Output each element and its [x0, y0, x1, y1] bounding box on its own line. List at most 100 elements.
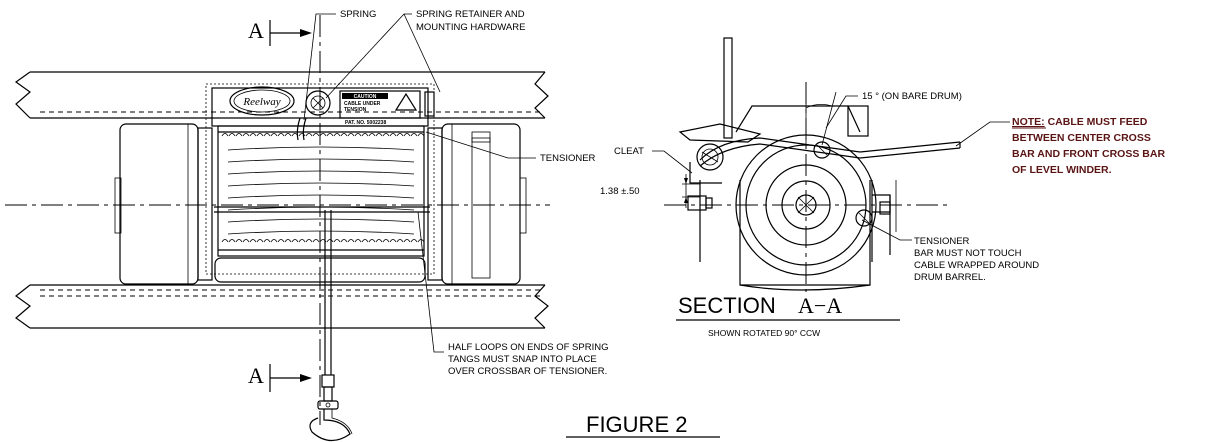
cable-coil-turn: [242, 133, 250, 137]
logo-text: Reelway: [242, 96, 280, 108]
cable-coil-turn: [221, 133, 229, 137]
cable-coil-turn: [242, 239, 250, 243]
cable-coil-turn: [305, 239, 313, 243]
cable-coil-turn: [326, 239, 334, 243]
tensioner-leader: [425, 131, 536, 159]
cable-coil-turn: [284, 133, 292, 137]
cable-coil-turn: [382, 239, 390, 243]
dimension-1-38: 1.38 ±.50: [600, 174, 700, 208]
cable-coil-turn: [284, 239, 292, 243]
cable-coil-turn: [228, 239, 236, 243]
spring-leader: [303, 13, 336, 121]
cable-coil-turn: [333, 239, 341, 243]
cable-coil-turn: [277, 239, 285, 243]
svg-text:NOTE: CABLE MUST FEED: NOTE: CABLE MUST FEED: [1012, 116, 1148, 128]
angle-leader: [825, 95, 858, 129]
cable-coil-turn: [249, 133, 257, 137]
cleat-callout: CLEAT: [614, 146, 644, 157]
retainer-callout-line2: MOUNTING HARDWARE: [416, 22, 525, 33]
cable-wrap-line: [227, 170, 415, 175]
figure-title: FIGURE 2: [586, 412, 687, 437]
left-roller: [114, 123, 213, 285]
top-cross-rail: [14, 71, 549, 119]
cable-coil-turn: [347, 133, 355, 137]
cable-coil-turn: [235, 133, 243, 137]
cable-coil-turn: [410, 133, 418, 137]
cable-coil-turn: [389, 239, 397, 243]
cable-coil-turn: [361, 133, 369, 137]
caution-label: CAUTION CABLE UNDER TENSION PAT. NO. 500…: [339, 90, 421, 126]
level-winder-rod: [723, 37, 733, 139]
tensioner2-line1: TENSIONER: [914, 236, 970, 247]
half-loops-line2: TANGS MUST SNAP INTO PLACE: [448, 354, 597, 365]
cable-coil-turn: [312, 133, 320, 137]
section-letters: A−A: [798, 293, 842, 318]
cable-coil-turn: [403, 133, 411, 137]
angle-callout: 15 ° (ON BARE DRUM): [862, 91, 962, 102]
half-loops-leader: [417, 211, 444, 353]
cable-coil-turn: [270, 133, 278, 137]
bottom-cross-rail: [14, 284, 549, 329]
cable-coil-turn: [326, 133, 334, 137]
cable-coil-turn: [340, 133, 348, 137]
cable-wrap-line: [227, 182, 415, 187]
cable-coil-turn: [375, 239, 383, 243]
cable-coil-turn: [389, 133, 397, 137]
cable-coil-turn: [403, 239, 411, 243]
tensioner2-line2: BAR MUST NOT TOUCH: [914, 248, 1022, 259]
note-line2: BETWEEN CENTER CROSS: [1012, 132, 1151, 144]
tensioner2-leader: [861, 219, 912, 241]
spring-retainer-bolt: [305, 90, 331, 116]
cable-coil-turn: [333, 133, 341, 137]
cable-wrap-line: [227, 230, 415, 235]
cable-and-hook: [309, 210, 353, 442]
tensioner2-line3: CABLE WRAPPED AROUND: [914, 260, 1039, 271]
cable-coil-turn: [410, 239, 418, 243]
section-cut-top: A: [248, 18, 312, 46]
section-title: SECTION: [678, 293, 776, 318]
angle-indicator: [805, 91, 837, 146]
cable-coil-turn: [319, 133, 327, 137]
cleat-leader: [652, 150, 693, 174]
tensioner2-line4: DRUM BARREL.: [914, 272, 986, 283]
cable-wrap-line: [227, 218, 415, 223]
spring-callout: SPRING: [340, 9, 376, 20]
cable-wrap-line: [227, 194, 415, 199]
cable-coil-turn: [256, 239, 264, 243]
caution-line2: TENSION: [344, 107, 367, 113]
note-line3: BAR AND FRONT CROSS BAR: [1012, 148, 1165, 160]
cable-coil-turn: [235, 239, 243, 243]
section-a-a-view: 1.38 ±.50 15 ° (ON BARE DRUM) CLEAT TENS…: [600, 37, 1165, 338]
cable-coil-turn: [228, 133, 236, 137]
cable-coil-turn: [354, 133, 362, 137]
caution-line1: CABLE UNDER: [344, 101, 381, 107]
cable-coil-turn: [361, 239, 369, 243]
right-roller: [427, 123, 527, 285]
dimension-label: 1.38 ±.50: [600, 186, 640, 197]
cable-coil-turn: [396, 239, 404, 243]
figure-title-block: FIGURE 2: [566, 412, 720, 438]
section-cut-bottom: A: [248, 363, 312, 392]
cable-coil-turn: [256, 133, 264, 137]
half-loops-line3: OVER CROSSBAR OF TENSIONER.: [448, 366, 607, 377]
cable-coil-turn: [298, 133, 306, 137]
cable-coil-turn: [417, 133, 425, 137]
tensioner-callout: TENSIONER: [540, 153, 596, 164]
drum-cable-coils: [214, 125, 430, 257]
cable-coil-turn: [291, 239, 299, 243]
cable-coil-turn: [270, 239, 278, 243]
cable-wrap-line: [227, 158, 415, 163]
cable-coil-turn: [375, 133, 383, 137]
section-frame: [699, 105, 897, 262]
cable-coil-turn: [368, 133, 376, 137]
cable-feed-note: NOTE: CABLE MUST FEED BETWEEN CENTER CRO…: [1012, 116, 1165, 176]
section-title-block: SECTION A−A SHOWN ROTATED 90° CCW: [676, 293, 900, 338]
spring: [296, 117, 307, 141]
cable-coil-turn: [312, 239, 320, 243]
cable-coil-turn: [277, 133, 285, 137]
half-loops-line1: HALF LOOPS ON ENDS OF SPRING: [448, 342, 608, 353]
retainer-callout-line1: SPRING RETAINER AND: [416, 9, 525, 20]
note-line4: OF LEVEL WINDER.: [1012, 164, 1112, 176]
cable-coil-turn: [221, 239, 229, 243]
